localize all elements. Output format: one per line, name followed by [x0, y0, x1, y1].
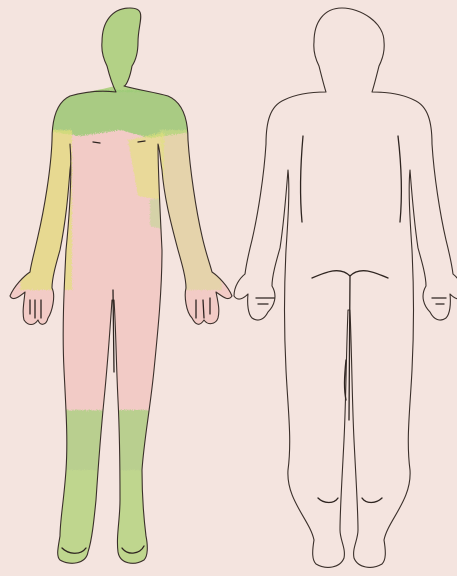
body-chart-canvas	[0, 0, 457, 576]
body-chart	[0, 0, 457, 576]
